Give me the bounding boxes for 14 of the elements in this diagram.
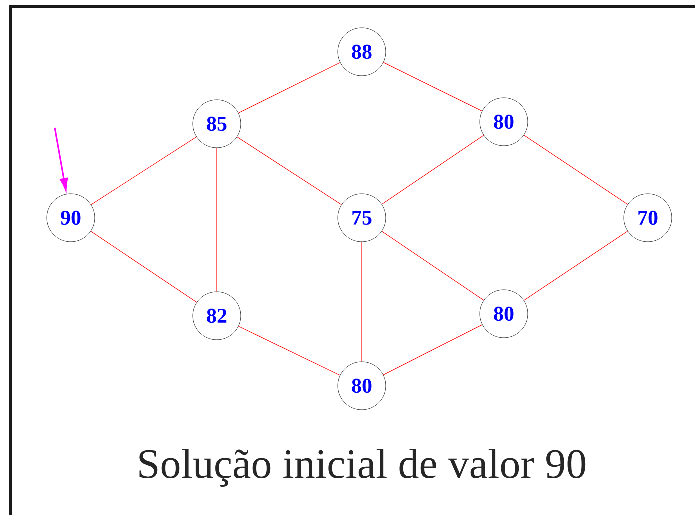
caption: Solução inicial de valor 90: [140, 448, 586, 488]
connector-line: [383, 324, 483, 376]
connector-line: [382, 135, 484, 205]
connector-line: [216, 148, 218, 292]
connector-line: [238, 326, 341, 376]
connector-line: [524, 135, 628, 205]
connector-line: [524, 231, 628, 301]
arrow: [54, 128, 68, 191]
connector-line: [90, 231, 198, 303]
connector-line: [237, 136, 342, 206]
connector-line: [382, 231, 484, 301]
connector-line: [238, 62, 341, 114]
connector-line: [91, 136, 197, 206]
connector-line: [383, 62, 483, 112]
